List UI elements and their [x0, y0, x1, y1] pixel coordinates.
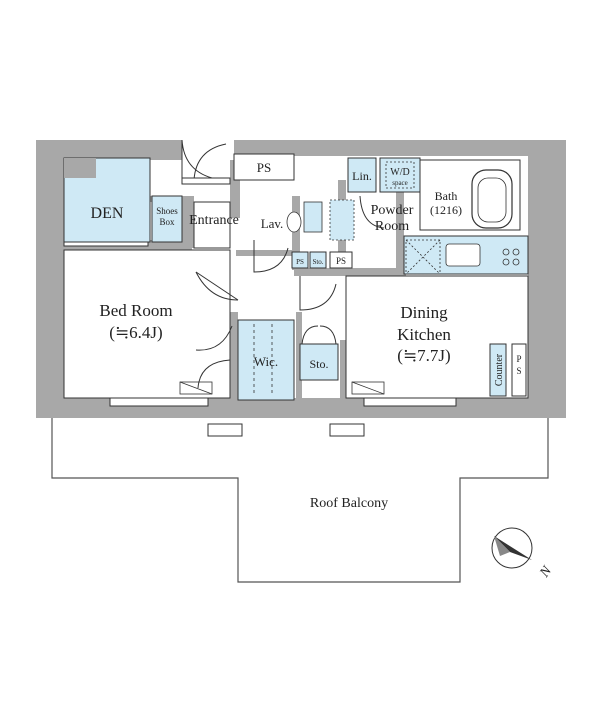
entrance-label: Entrance	[189, 213, 239, 228]
ps-small-area	[291, 251, 309, 269]
sto-small-area	[309, 251, 327, 269]
roof-balcony-outline	[51, 418, 549, 583]
sto-small-label: Sto.	[312, 258, 323, 266]
ps-right-s-label: S	[516, 366, 521, 376]
wic-rails	[253, 324, 273, 396]
powder-room-sink	[329, 199, 355, 241]
wd-space-label-2: space	[392, 179, 408, 187]
bed-room-size-label: (≒6.4J)	[109, 323, 162, 342]
ps-mid-label: PS	[336, 256, 346, 266]
roof-balcony-label: Roof Balcony	[310, 496, 388, 511]
den-corner	[64, 158, 96, 178]
ps-small-label: PS	[296, 258, 304, 266]
wd-space-area	[379, 157, 421, 193]
linen-label: Lin.	[352, 169, 372, 183]
lavatory-sink	[303, 201, 323, 233]
ps-right-p-label: P	[516, 354, 521, 364]
toilet	[286, 211, 302, 233]
floor-markers	[179, 381, 385, 395]
walk-in-closet-area	[237, 319, 295, 401]
bathtub	[471, 169, 513, 229]
doors	[181, 139, 385, 389]
highlighted-areas	[63, 157, 529, 401]
compass-icon	[491, 527, 533, 569]
bath-label: Bath	[435, 189, 458, 203]
linen-area	[347, 157, 377, 193]
ps-mid-box	[329, 251, 353, 269]
walk-in-closet-label: Wic.	[254, 354, 278, 369]
stove-burners	[502, 248, 520, 266]
shoes-box-label-1: Shoes	[156, 206, 178, 216]
windows	[63, 177, 457, 437]
ps-right-box	[511, 343, 527, 397]
dining-kitchen-label-2: Kitchen	[397, 325, 451, 344]
wd-unit	[385, 161, 415, 189]
ps-top-box	[233, 153, 295, 181]
wd-space-label-1: W/D	[390, 167, 409, 178]
powder-room-label-2: Room	[375, 219, 409, 234]
compass-north-label: N	[537, 563, 556, 581]
kitchen-sink	[445, 243, 481, 267]
dining-kitchen-label-1: Dining	[400, 303, 448, 322]
storage-area	[299, 343, 339, 381]
dining-kitchen-size-label: (≒7.7J)	[397, 346, 450, 365]
shoes-box-area	[151, 195, 183, 243]
counter-label: Counter	[494, 353, 505, 386]
bed-room-label: Bed Room	[99, 301, 172, 320]
storage-label: Sto.	[309, 357, 328, 371]
powder-room-label-1: Powder	[371, 203, 414, 218]
bath-size-label: (1216)	[430, 203, 462, 217]
ps-top-label: PS	[257, 160, 271, 175]
counter-area	[489, 343, 507, 397]
bathtub-inner	[477, 177, 507, 223]
fridge-space	[405, 239, 441, 275]
lavatory-label: Lav.	[261, 216, 284, 231]
den-label: DEN	[91, 205, 124, 222]
shoes-box-label-2: Box	[159, 217, 175, 227]
